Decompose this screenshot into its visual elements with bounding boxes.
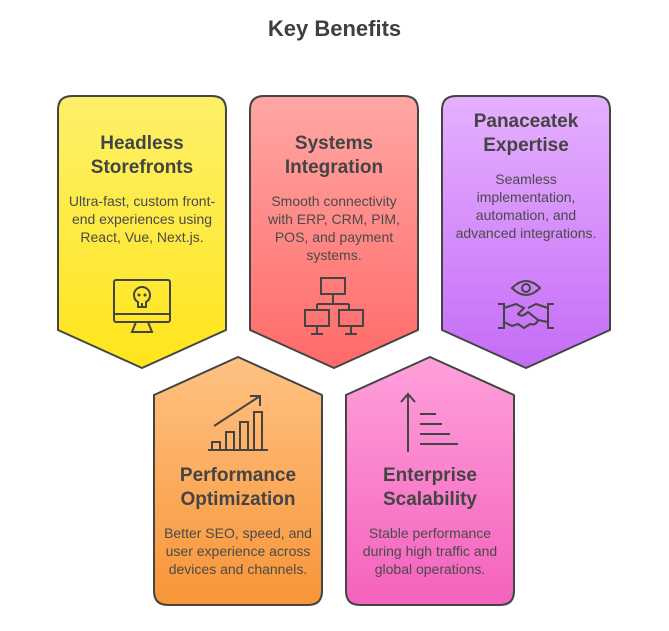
diagram-title: Key Benefits xyxy=(267,16,402,41)
card-description: Stable performance during high traffic a… xyxy=(362,525,498,577)
card-title: Headless Storefronts xyxy=(90,133,194,178)
card-description: Ultra-fast, custom front-end experiences… xyxy=(68,193,216,245)
card-panaceatek-expertise: Panaceatek Expertise Seamless implementa… xyxy=(442,110,610,242)
card-shape-performance xyxy=(153,356,323,606)
card-enterprise-scalability: Enterprise Scalability Stable performanc… xyxy=(346,464,514,578)
card-title: Enterprise Scalability xyxy=(383,465,477,510)
card-description: Better SEO, speed, and user experience a… xyxy=(164,525,312,577)
monitor-skull-icon xyxy=(113,279,171,333)
network-computers-icon xyxy=(304,277,364,335)
eye-handshake-icon xyxy=(498,280,554,330)
card-systems-integration: Systems Integration Smooth connectivity … xyxy=(250,132,418,264)
card-shape-headless xyxy=(57,95,227,369)
card-shape-scalability xyxy=(345,356,515,606)
growth-chart-icon xyxy=(208,395,268,451)
scale-up-icon xyxy=(400,392,458,452)
card-headless-storefronts: Headless Storefronts Ultra-fast, custom … xyxy=(58,132,226,246)
card-title: Performance Optimization xyxy=(179,465,297,510)
card-performance-optimization: Performance Optimization Better SEO, spe… xyxy=(154,464,322,578)
card-shape-expertise xyxy=(441,95,611,369)
card-description: Smooth connectivity with ERP, CRM, PIM, … xyxy=(268,193,400,263)
card-title: Panaceatek Expertise xyxy=(473,111,579,156)
card-title: Systems Integration xyxy=(284,133,384,178)
card-shape-systems xyxy=(249,95,419,369)
card-description: Seamless implementation, automation, and… xyxy=(455,171,597,241)
